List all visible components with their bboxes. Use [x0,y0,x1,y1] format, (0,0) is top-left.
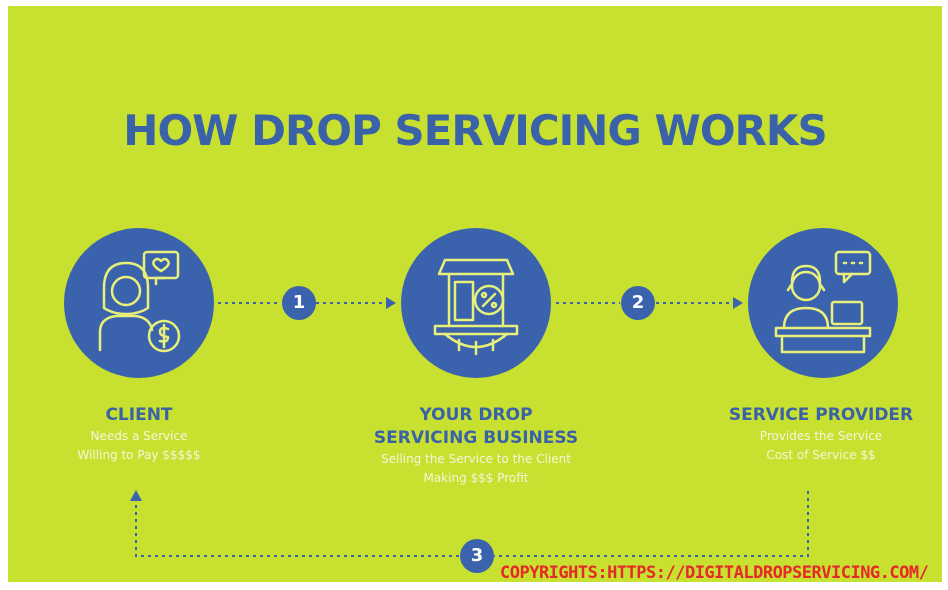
store-icon [433,258,519,356]
arrow-up-icon [130,490,142,501]
infographic-canvas: HOW DROP SERVICING WORKS [8,6,942,582]
business-name-line-1: YOUR DROP [419,405,533,425]
client-label: CLIENT Needs a Service Willing to Pay $$… [44,404,234,465]
step-2-badge: 2 [621,286,655,320]
client-name: CLIENT [105,405,173,425]
arrow-right-icon [733,297,743,309]
provider-node [748,228,898,378]
connector-3-right [493,491,809,557]
flow-connectors [130,297,809,557]
business-node [401,228,551,378]
business-line-1: Selling the Service to the Client [381,452,571,466]
client-line-2: Willing to Pay $$$$$ [77,448,201,462]
copyright-watermark: COPYRIGHTS:HTTPS://DIGITALDROPSERVICING.… [500,563,929,582]
step-1-badge: 1 [282,286,316,320]
provider-line-1: Provides the Service [759,429,883,443]
page-title: HOW DROP SERVICING WORKS [123,106,827,155]
provider-line-2: Cost of Service $$ [766,448,876,462]
business-line-2: Making $$$ Profit [423,471,529,485]
provider-name: SERVICE PROVIDER [728,405,914,425]
provider-label: SERVICE PROVIDER Provides the Service Co… [708,404,934,465]
client-icon [98,250,181,353]
business-name-line-2: SERVICING BUSINESS [373,428,579,448]
arrow-right-icon [386,297,396,309]
service-provider-icon [774,250,872,354]
client-line-1: Needs a Service [90,429,188,443]
client-node [64,228,214,378]
connector-3-left [135,501,459,557]
business-label: YOUR DROP SERVICING BUSINESS Selling the… [338,404,614,488]
step-3-badge: 3 [460,539,494,573]
